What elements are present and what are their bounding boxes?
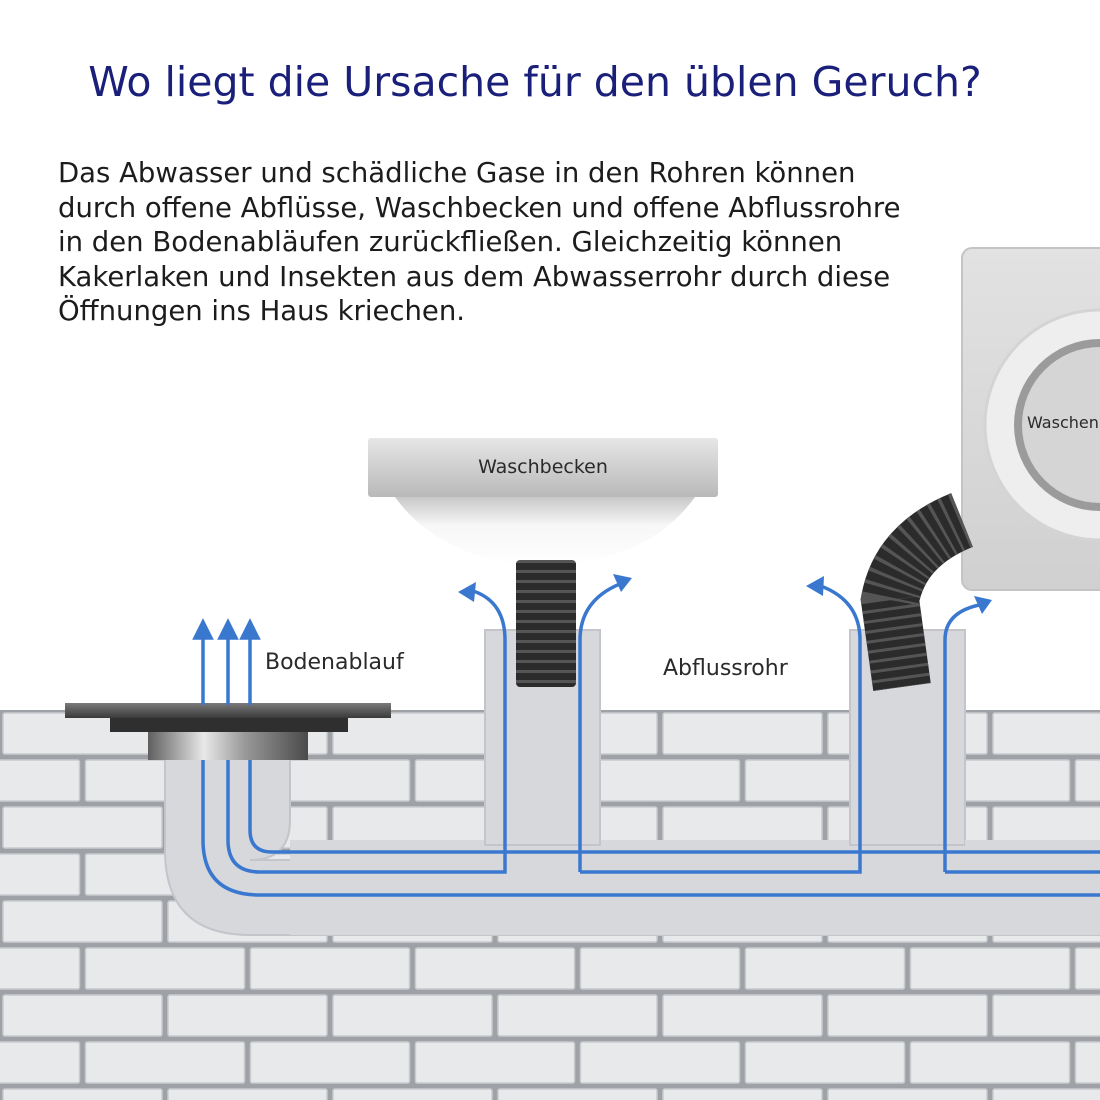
brick bbox=[1074, 1041, 1100, 1084]
brick bbox=[909, 947, 1071, 990]
washer-hose bbox=[860, 493, 974, 691]
brick bbox=[0, 1041, 81, 1084]
up-arrow-icon bbox=[192, 618, 261, 705]
brick bbox=[909, 1041, 1071, 1084]
brick bbox=[414, 947, 576, 990]
brick bbox=[497, 994, 658, 1037]
sink-label: Waschbecken bbox=[478, 456, 608, 478]
brick bbox=[1074, 947, 1100, 990]
floor-drain bbox=[65, 703, 391, 760]
brick bbox=[167, 1088, 328, 1100]
description-text: Das Abwasser und schädliche Gase in den … bbox=[58, 156, 958, 329]
brick bbox=[579, 759, 741, 802]
brick bbox=[744, 1041, 906, 1084]
sink bbox=[368, 438, 718, 568]
description-line: Das Abwasser und schädliche Gase in den … bbox=[58, 157, 856, 189]
brick bbox=[579, 1041, 741, 1084]
brick bbox=[249, 1041, 411, 1084]
flow-lines bbox=[201, 580, 1100, 897]
description-line: in den Bodenabläufen zurückfließen. Glei… bbox=[58, 226, 843, 258]
description-line: Kakerlaken und Insekten aus dem Abwasser… bbox=[58, 260, 891, 293]
page-title: Wo liegt die Ursache für den üblen Geruc… bbox=[88, 58, 982, 106]
brick bbox=[992, 1088, 1100, 1100]
brick bbox=[827, 994, 988, 1037]
brick bbox=[0, 759, 81, 802]
brick bbox=[249, 947, 411, 990]
brick bbox=[167, 994, 328, 1037]
drain-pipe-label: Abflussrohr bbox=[663, 656, 788, 681]
brick bbox=[579, 947, 741, 990]
brick bbox=[497, 1088, 658, 1100]
floor-drain-label: Bodenablauf bbox=[265, 650, 404, 675]
sink-hose bbox=[516, 560, 576, 687]
brick bbox=[332, 994, 493, 1037]
brick bbox=[2, 1088, 163, 1100]
brick bbox=[992, 712, 1100, 755]
brick bbox=[662, 712, 823, 755]
brick bbox=[2, 994, 163, 1037]
curved-arrow-icon bbox=[458, 574, 992, 614]
brick bbox=[332, 712, 493, 755]
brick bbox=[827, 1088, 988, 1100]
brick bbox=[1074, 759, 1100, 802]
brick bbox=[662, 1088, 823, 1100]
brick bbox=[744, 947, 906, 990]
washing-machine bbox=[961, 247, 1100, 591]
brick bbox=[0, 853, 81, 896]
brick bbox=[662, 994, 823, 1037]
brick bbox=[84, 1041, 246, 1084]
description-line: Öffnungen ins Haus kriechen. bbox=[58, 295, 466, 327]
brick bbox=[992, 994, 1100, 1037]
brick bbox=[84, 947, 246, 990]
brick bbox=[0, 947, 81, 990]
brick bbox=[2, 900, 163, 943]
brick bbox=[332, 1088, 493, 1100]
washing-machine-label: Waschen bbox=[1027, 413, 1099, 432]
description-line: durch offene Abflüsse, Waschbecken und o… bbox=[58, 191, 901, 224]
brick bbox=[2, 806, 163, 849]
brick bbox=[414, 1041, 576, 1084]
